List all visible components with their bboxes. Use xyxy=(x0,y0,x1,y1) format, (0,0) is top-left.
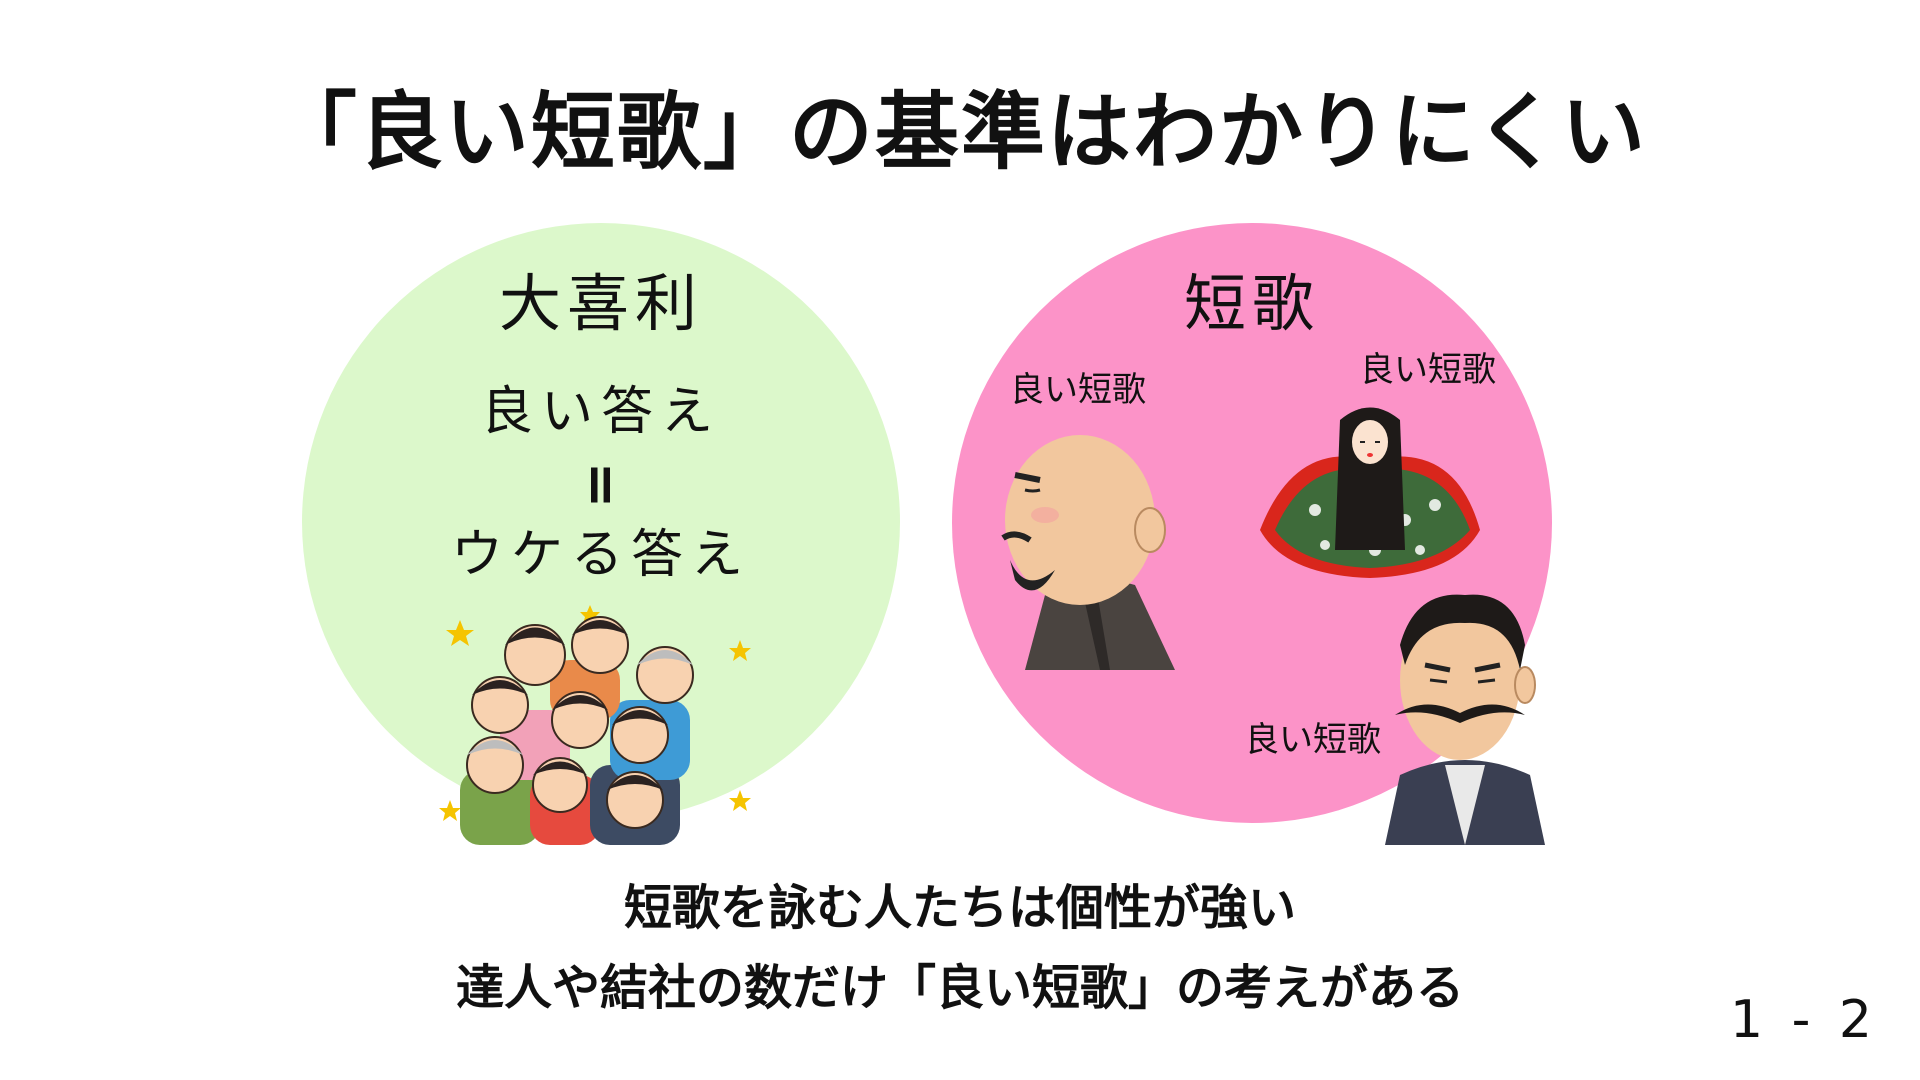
bald-monk-icon xyxy=(1001,435,1175,670)
tanka-heading: 短歌 xyxy=(1183,267,1320,340)
slide-title: 「良い短歌」の基準はわかりにくい xyxy=(272,83,1648,181)
mustache-man-tanka-label: 良い短歌 xyxy=(1245,720,1381,760)
court-lady-icon xyxy=(1260,407,1480,578)
mustache-man-icon xyxy=(1385,594,1545,845)
ogiri-heading: 大喜利 xyxy=(498,267,703,340)
subtitle-line-1: 短歌を詠む人たちは個性が強い xyxy=(623,880,1296,936)
cheering-crowd-icon xyxy=(439,605,751,845)
court-lady-tanka-label: 良い短歌 xyxy=(1360,350,1496,390)
page-number: 1 - 2 xyxy=(1730,990,1878,1050)
good-answer-text: 良い答え xyxy=(480,382,721,442)
monk-tanka-label: 良い短歌 xyxy=(1010,370,1146,410)
subtitle-line-2: 達人や結社の数だけ「良い短歌」の考えがある xyxy=(455,960,1464,1016)
funny-answer-text: ウケる答え xyxy=(450,525,751,585)
